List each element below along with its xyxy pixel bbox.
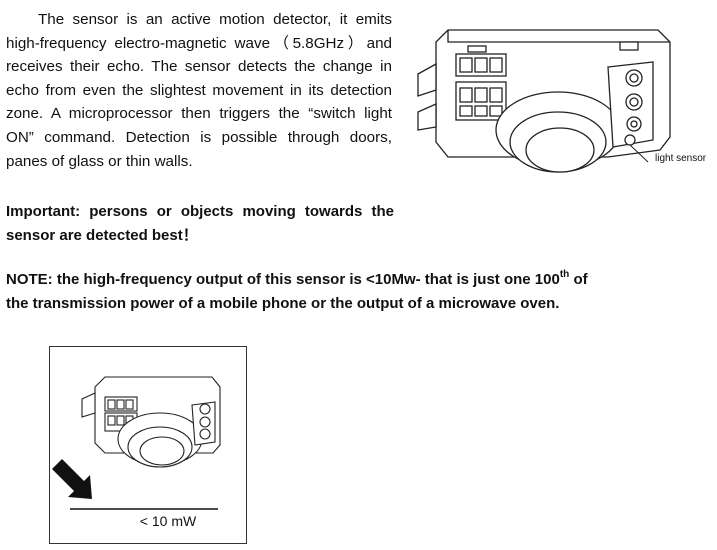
description-line: zone. A microprocessor then triggers the… <box>6 105 392 123</box>
power-figure-box: < 10 mW <box>49 346 247 544</box>
note-text-end: of <box>569 271 588 288</box>
sensor-small-illustration <box>52 376 221 510</box>
sensor-illustration <box>417 29 671 173</box>
description-line: receives their echo. The sensor detects … <box>6 58 392 76</box>
power-label: < 10 mW <box>139 513 197 529</box>
note-text: NOTE: the high-frequency output of this … <box>6 271 560 288</box>
description-paragraph: The sensor is an active motion detector,… <box>6 8 392 173</box>
note-line-2: the transmission power of a mobile phone… <box>6 295 560 312</box>
down-arrow-icon <box>52 459 92 499</box>
power-note: NOTE: the high-frequency output of this … <box>6 268 656 316</box>
important-line: sensor are detected best！ <box>6 227 198 244</box>
note-superscript: th <box>559 269 570 280</box>
description-line: panes of glass or thin walls. <box>6 152 193 170</box>
important-note: Important: persons or objects moving tow… <box>6 200 394 248</box>
light-sensor-label: light sensor <box>655 153 707 164</box>
description-line: echo from even the slightest movement in… <box>6 81 392 99</box>
description-line: high-frequency electro-magnetic wave（5.8… <box>6 34 392 52</box>
important-line: Important: persons or objects moving tow… <box>6 203 394 220</box>
description-line: The sensor is an active motion detector,… <box>38 11 392 28</box>
description-line: ON” command. Detection is possible throu… <box>6 128 392 146</box>
